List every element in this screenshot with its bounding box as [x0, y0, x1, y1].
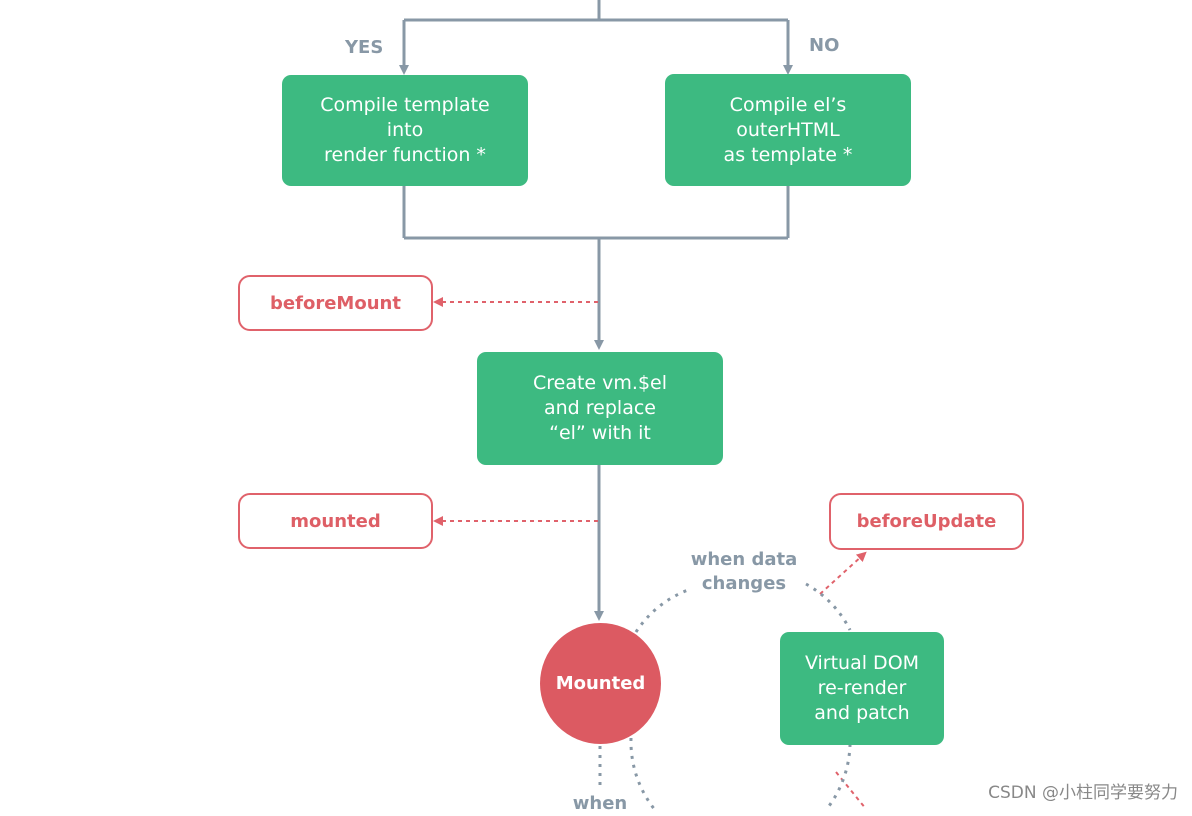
compile-template-line-2: into [386, 119, 424, 141]
compile-template-box: Compile template into render function * [282, 75, 528, 186]
data-changes-condition: when data changes [680, 548, 808, 596]
create-el-box: Create vm.$el and replace “el” with it [477, 352, 723, 465]
virtual-dom-box: Virtual DOM re-render and patch [780, 632, 944, 745]
virtual-dom-line-2: re-render [817, 677, 907, 699]
yes-label: YES [345, 37, 384, 58]
data-changes-line-1: when data [690, 549, 798, 570]
hook-arrows [433, 297, 867, 809]
virtual-dom-line-1: Virtual DOM [804, 652, 920, 674]
compile-el-line-2: outerHTML [736, 118, 840, 141]
compile-el-line-3: as template * [723, 143, 853, 166]
before-mount-hook: beforeMount [238, 275, 433, 331]
virtual-dom-line-3: and patch [814, 702, 910, 724]
compile-el-box: Compile el’s outerHTML as template * [665, 74, 911, 186]
watermark: CSDN @小柱同学要努力 [988, 783, 1178, 803]
create-el-line-2: and replace [544, 397, 656, 419]
mounted-state-circle: Mounted [540, 623, 661, 744]
compile-template-line-1: Compile template [320, 94, 490, 116]
data-changes-line-2: changes [701, 573, 787, 594]
before-update-hook: beforeUpdate [829, 493, 1024, 550]
compile-template-line-3: render function * [324, 144, 486, 166]
when-condition: when [572, 793, 628, 814]
create-el-line-1: Create vm.$el [532, 372, 668, 394]
mounted-hook: mounted [238, 493, 433, 549]
update-loop-arc-right [805, 582, 852, 631]
update-loop-arc-top [634, 588, 689, 633]
update-loop-arc-bottom [629, 737, 852, 809]
compile-el-line-1: Compile el’s [729, 93, 847, 116]
branch-connectors [399, 0, 793, 621]
no-label: NO [809, 35, 840, 56]
mounted-state-label: Mounted [555, 673, 646, 694]
create-el-line-3: “el” with it [549, 422, 651, 444]
